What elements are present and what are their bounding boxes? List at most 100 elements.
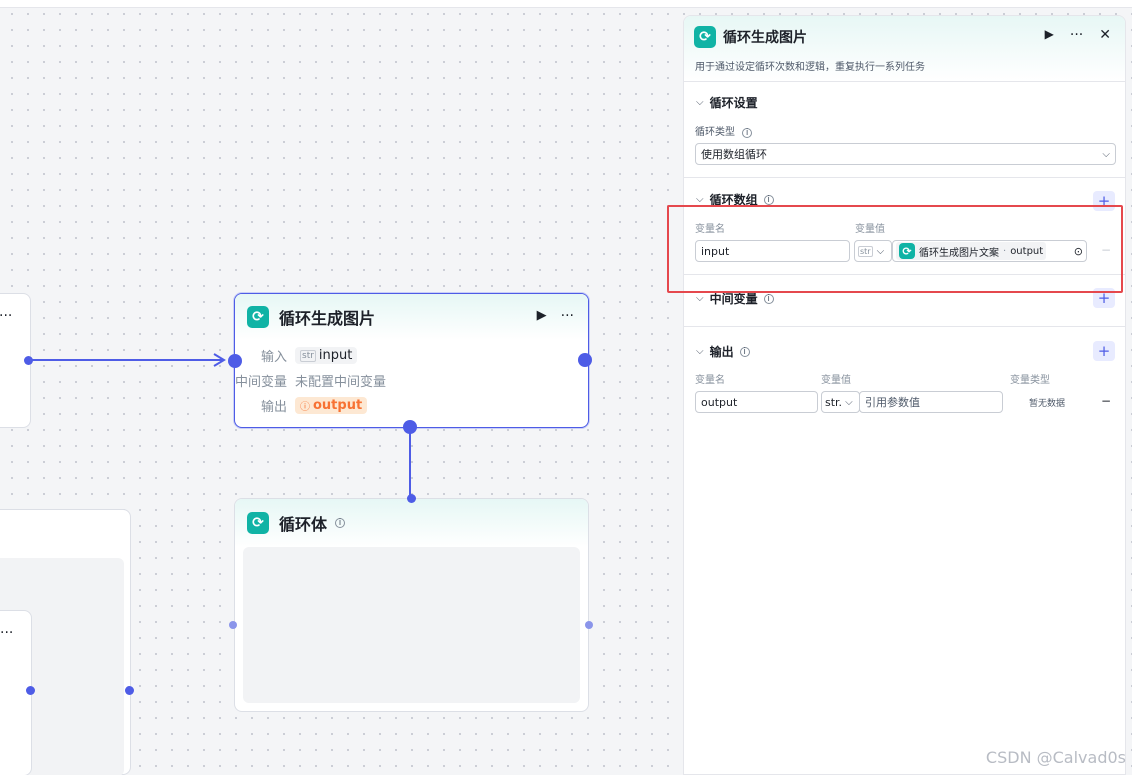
divider <box>684 274 1125 275</box>
loop-icon: ⟳ <box>694 26 716 48</box>
loop-body-left-port[interactable] <box>229 621 237 629</box>
loop-type-value: 使用数组循环 <box>701 148 767 161</box>
loop-body-node[interactable]: ⟳ 循环体 i <box>234 498 589 712</box>
value-column-header: 变量值 <box>855 224 885 235</box>
loop-body-right-port[interactable] <box>585 621 593 629</box>
output-type-value: 暂无数据 <box>1029 399 1066 409</box>
loop-array-name-input[interactable]: input <box>695 240 850 262</box>
chevron-down-icon: ⌵ <box>876 245 885 257</box>
output-name-input[interactable]: output <box>695 391 818 413</box>
output-tag: ⓘ output <box>295 397 368 414</box>
type-column-header: 变量类型 <box>1010 375 1050 386</box>
mid-value: 未配置中间变量 <box>295 375 387 390</box>
loop-body-top-port[interactable] <box>407 494 416 503</box>
type-badge: str <box>300 349 316 362</box>
loop-node[interactable]: ⟳ 循环生成图片 ▶ ··· 输入 str input 中间变量 未配置中间变量… <box>234 293 589 428</box>
output-section[interactable]: ⌵ 输出 i <box>696 343 750 360</box>
output-label: 输出 <box>260 400 287 415</box>
remove-row-icon[interactable]: − <box>1101 394 1112 408</box>
loop-node-title: 循环生成图片 <box>279 309 376 328</box>
name-column-header: 变量名 <box>695 375 725 386</box>
chevron-down-icon: ⌵ <box>696 293 704 304</box>
loop-mid-row: 中间变量 未配置中间变量 <box>235 368 588 393</box>
info-icon[interactable]: i <box>763 293 774 304</box>
input-tag: str input <box>295 347 358 364</box>
loop-icon: ⟳ <box>247 512 269 534</box>
chevron-down-icon: ⌵ <box>696 97 704 108</box>
output-type-select[interactable]: str. ⌵ <box>821 391 860 413</box>
panel-header: ⟳ 循环生成图片 ▶ ··· ✕ 用于通过设定循环次数和逻辑，重复执行一系列任务 <box>684 16 1125 82</box>
more-icon[interactable]: ··· <box>1069 27 1084 43</box>
loop-array-value-ref[interactable]: ⟳ 循环生成图片文案 · output ⊙ <box>892 240 1087 262</box>
warning-icon: ⓘ <box>300 402 310 413</box>
mid-label: 中间变量 <box>235 375 288 390</box>
ref-field: output <box>1010 245 1044 257</box>
left-loop-body-stub[interactable]: ··· <box>0 509 131 775</box>
add-mid-var-button[interactable]: + <box>1093 288 1115 308</box>
ref-source: 循环生成图片文案 <box>919 247 999 259</box>
output-value-input[interactable]: 引用参数值 <box>859 391 1003 413</box>
loop-icon: ⟳ <box>247 306 269 328</box>
left-body-input-port[interactable] <box>125 686 134 695</box>
info-icon[interactable]: i <box>763 194 774 205</box>
ref-chip: ⟳ 循环生成图片文案 · output <box>896 242 1047 260</box>
more-icon[interactable]: ··· <box>560 308 574 324</box>
remove-row-icon[interactable]: − <box>1101 243 1112 257</box>
watermark: CSDN @Calvad0s <box>985 748 1126 767</box>
mid-vars-section[interactable]: ⌵ 中间变量 i <box>696 290 774 307</box>
loop-type-label-row: 循环类型 i <box>695 123 753 138</box>
output-value: output <box>313 398 363 413</box>
add-output-button[interactable]: + <box>1093 341 1115 361</box>
chevron-down-icon: ⌵ <box>696 346 704 357</box>
loop-output-port[interactable] <box>578 353 592 367</box>
loop-type-label: 循环类型 <box>695 127 735 138</box>
loop-settings-section[interactable]: ⌵ 循环设置 <box>696 94 758 111</box>
more-icon[interactable]: ··· <box>0 625 14 641</box>
target-icon[interactable]: ⊙ <box>1073 244 1083 258</box>
output-title: 输出 <box>709 345 734 359</box>
loop-body-header: ⟳ 循环体 i <box>235 499 588 547</box>
output-type-select-value: str. <box>825 395 843 409</box>
type-badge: str <box>858 245 873 257</box>
panel-title: 循环生成图片 <box>723 30 807 46</box>
run-icon[interactable]: ▶ <box>536 308 547 323</box>
input-label: 输入 <box>260 350 287 365</box>
loop-input-port[interactable] <box>228 354 242 368</box>
loop-body-canvas[interactable] <box>243 547 580 703</box>
loop-node-header: ⟳ 循环生成图片 ▶ ··· <box>235 294 588 340</box>
loop-array-section[interactable]: ⌵ 循环数组 i <box>696 191 774 208</box>
loop-icon: ⟳ <box>899 243 915 259</box>
info-icon[interactable]: i <box>742 128 753 138</box>
loop-output-row: 输出 ⓘ output <box>235 393 588 418</box>
loop-array-type-select[interactable]: str ⌵ <box>854 240 892 262</box>
loop-array-name-value: input <box>701 244 730 258</box>
divider <box>684 177 1125 178</box>
edge-arrowhead <box>213 353 226 367</box>
info-icon[interactable]: i <box>335 518 346 528</box>
loop-array-title: 循环数组 <box>709 193 758 207</box>
name-column-header: 变量名 <box>695 224 725 235</box>
loop-body-title: 循环体 <box>279 515 328 534</box>
top-toolbar <box>0 0 1132 8</box>
run-icon[interactable]: ▶ <box>1044 27 1054 41</box>
left-node-output-port[interactable] <box>24 356 33 365</box>
left-inner-output-port[interactable] <box>26 686 35 695</box>
close-icon[interactable]: ✕ <box>1099 27 1111 43</box>
output-value-placeholder: 引用参数值 <box>865 396 920 409</box>
divider <box>684 326 1125 327</box>
more-icon[interactable]: ··· <box>0 308 13 324</box>
mid-vars-title: 中间变量 <box>709 292 758 306</box>
loop-input-row: 输入 str input <box>235 343 588 368</box>
output-name-value: output <box>701 395 738 409</box>
chevron-down-icon: ⌵ <box>1102 148 1110 160</box>
loop-body-port[interactable] <box>403 420 417 434</box>
node-config-panel: ⟳ 循环生成图片 ▶ ··· ✕ 用于通过设定循环次数和逻辑，重复执行一系列任务… <box>683 15 1126 775</box>
panel-description: 用于通过设定循环次数和逻辑，重复执行一系列任务 <box>695 62 925 73</box>
loop-type-select[interactable]: 使用数组循环 ⌵ <box>695 143 1116 165</box>
loop-settings-title: 循环设置 <box>709 96 758 110</box>
highlight-annotation <box>667 205 1123 293</box>
chevron-down-icon: ⌵ <box>845 396 853 408</box>
info-icon[interactable]: i <box>739 346 750 357</box>
value-column-header: 变量值 <box>821 375 851 386</box>
chevron-down-icon: ⌵ <box>696 194 704 205</box>
